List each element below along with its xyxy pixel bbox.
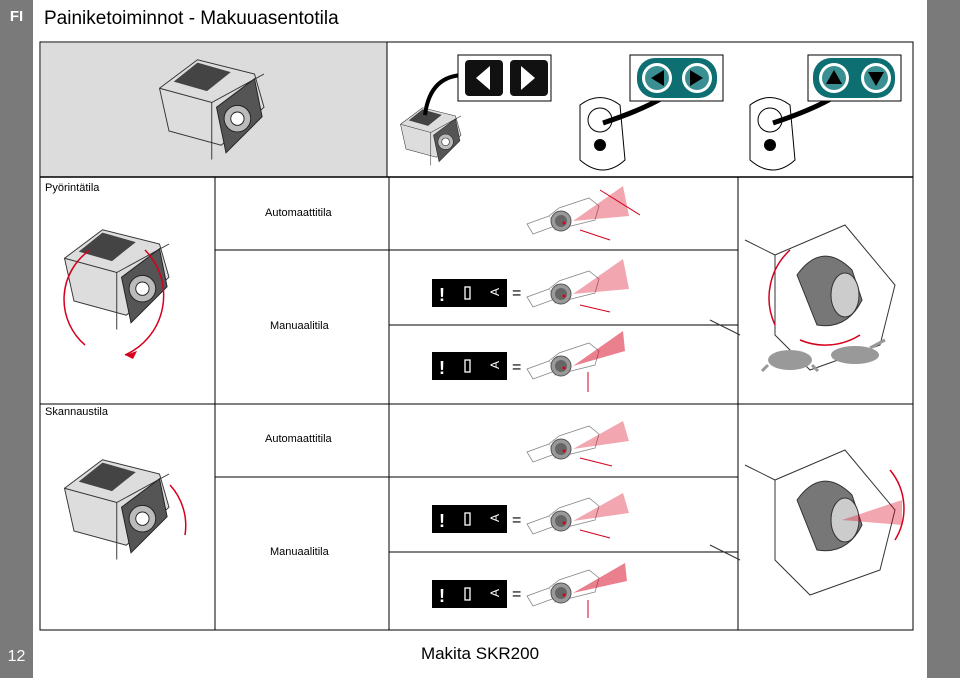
- laser-rot-manual-1: [526, 259, 629, 313]
- language-tag: FI: [9, 8, 24, 25]
- hare-icon: [831, 338, 886, 364]
- laser-rot-manual-2: [526, 331, 625, 392]
- laser-scan-manual-1: [526, 493, 629, 539]
- rotation-closeup: [709, 224, 896, 371]
- page-title: Painiketoiminnot - Makuuasentotila: [44, 8, 339, 29]
- device-small-top: [400, 107, 462, 166]
- teal-right-button[interactable]: [682, 63, 712, 93]
- arrow-left-icon[interactable]: [465, 60, 503, 96]
- indicator-scan-manual-1: =: [431, 504, 521, 534]
- scan-auto-label: Automaattitila: [265, 433, 332, 445]
- teal-left-button[interactable]: [642, 63, 672, 93]
- scan-device: [64, 459, 170, 560]
- indicator-rot-manual-2: =: [431, 351, 521, 381]
- svg-text:=: =: [512, 512, 521, 529]
- rotation-manual-label: Manuaalitila: [270, 320, 329, 332]
- scan-mode-heading: Skannaustila: [45, 406, 108, 418]
- page-number: 12: [7, 648, 26, 665]
- right-sidebar: [927, 0, 960, 678]
- remote-control-right: [749, 97, 796, 171]
- rotation-device: [64, 229, 170, 330]
- arrow-right-icon[interactable]: [510, 60, 548, 96]
- rotation-auto-label: Automaattitila: [265, 207, 332, 219]
- arrow-down-icon[interactable]: [861, 63, 891, 93]
- left-sidebar: [0, 0, 33, 678]
- indicator-scan-manual-2: =: [431, 579, 521, 609]
- svg-text:=: =: [512, 359, 521, 376]
- svg-text:=: =: [512, 586, 521, 603]
- footer-model: Makita SKR200: [420, 644, 540, 663]
- rotation-mode-heading: Pyörintätila: [45, 182, 100, 194]
- laser-scan-auto: [526, 421, 629, 467]
- indicator-rot-manual-1: =: [431, 278, 521, 308]
- arrow-up-icon[interactable]: [819, 63, 849, 93]
- turtle-icon: [760, 350, 820, 373]
- laser-rot-auto: [526, 186, 641, 241]
- scan-closeup: [709, 449, 905, 596]
- laser-scan-manual-2: [526, 563, 627, 618]
- equals-sign: =: [512, 285, 521, 302]
- scan-manual-label: Manuaalitila: [270, 546, 329, 558]
- remote-control-left: [579, 97, 626, 171]
